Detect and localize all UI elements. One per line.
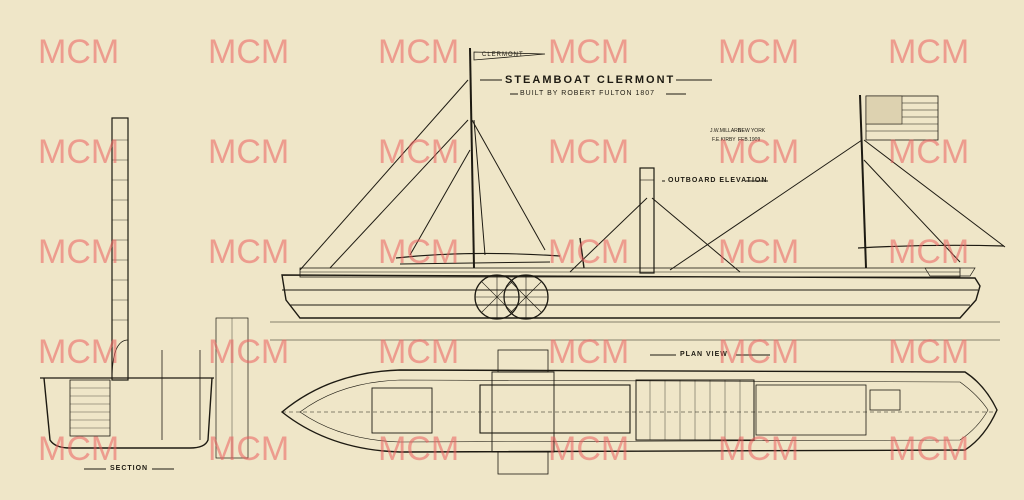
watermark: MCM (208, 430, 290, 468)
watermark: MCM (378, 133, 460, 171)
credit-date: FEB.1909 (738, 137, 761, 143)
outboard-elevation-label: OUTBOARD ELEVATION (668, 177, 768, 184)
drawing-subtitle: BUILT BY ROBERT FULTON 1807 (520, 90, 656, 97)
watermark: MCM (208, 33, 290, 71)
section-view (40, 117, 249, 470)
watermark: MCM (38, 33, 120, 71)
watermark: MCM (718, 333, 800, 371)
watermark: MCM (548, 133, 630, 171)
watermark: MCM (208, 233, 290, 271)
credit-place: NEW YORK (738, 128, 766, 134)
watermark: MCM (888, 133, 970, 171)
watermark: MCM (888, 33, 970, 71)
watermark: MCM (718, 233, 800, 271)
plan-view-label: PLAN VIEW (680, 351, 728, 358)
watermark: MCM (548, 430, 630, 468)
watermark: MCM (38, 430, 120, 468)
watermark: MCM (718, 133, 800, 171)
watermark: MCM (718, 33, 800, 71)
watermark: MCM (208, 333, 290, 371)
watermark: MCM (38, 333, 120, 371)
pennant-label: CLERMONT (482, 52, 524, 58)
watermark: MCM (378, 233, 460, 271)
section-label: SECTION (110, 465, 149, 472)
watermark: MCM (548, 233, 630, 271)
watermark: MCM (38, 133, 120, 171)
credit-name-1: J.W.MILLARD (710, 128, 742, 134)
watermark: MCM (378, 33, 460, 71)
watermark: MCM (208, 133, 290, 171)
watermark: MCM (548, 333, 630, 371)
watermark: MCM (718, 430, 800, 468)
watermark: MCM (548, 33, 630, 71)
watermark: MCM (888, 233, 970, 271)
outboard-elevation (270, 47, 1006, 323)
drawing-title: STEAMBOAT CLERMONT (505, 74, 676, 86)
watermark: MCM (378, 333, 460, 371)
watermark: MCM (888, 430, 970, 468)
watermark: MCM (38, 233, 120, 271)
credit-name-2: F.E.KIRBY (712, 137, 736, 143)
watermark: MCM (888, 333, 970, 371)
watermark: MCM (378, 430, 460, 468)
plan-view (270, 339, 1000, 475)
